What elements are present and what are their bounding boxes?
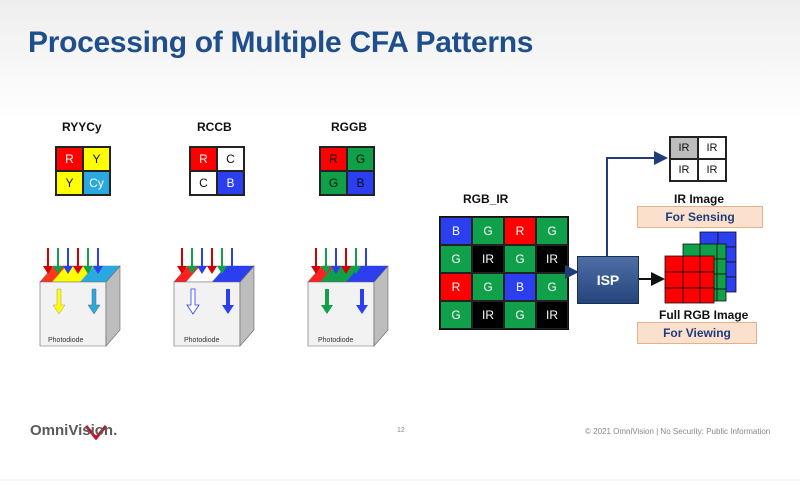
- rgb-ir-cell: G: [440, 301, 472, 329]
- rgb-ir-cell: B: [440, 217, 472, 245]
- rgb-ir-cell: G: [504, 245, 536, 273]
- ir-cell: IR: [670, 159, 698, 181]
- rgb-ir-cell: G: [536, 273, 568, 301]
- pattern-cell: Y: [83, 147, 110, 171]
- sensor-cube-rccb: Photodiode: [173, 248, 255, 347]
- photodiode-label: Photodiode: [318, 337, 354, 344]
- footer-logo: OmniVision.: [30, 422, 118, 439]
- ir-image-label: IR Image: [674, 192, 725, 206]
- pattern-cell: B: [347, 171, 374, 195]
- photodiode-label: Photodiode: [48, 337, 84, 344]
- sensor-cube-rggb: Photodiode: [307, 248, 389, 347]
- pattern-cell: B: [217, 171, 244, 195]
- rgb-ir-cell: IR: [536, 245, 568, 273]
- pattern-cell: C: [217, 147, 244, 171]
- pattern-label-ryycy: RYYCy: [62, 120, 102, 134]
- ir-cell: IR: [698, 159, 726, 181]
- rgb-ir-cell: G: [472, 273, 504, 301]
- slide-title: Processing of Multiple CFA Patterns: [28, 26, 534, 59]
- pattern-label-rggb: RGGB: [331, 120, 367, 134]
- page-number: 12: [397, 427, 405, 434]
- rgb-image-stack: [664, 231, 737, 304]
- rgb-ir-cell: IR: [472, 301, 504, 329]
- rgb-image-label: Full RGB Image: [659, 308, 749, 322]
- pattern-cell: C: [190, 171, 217, 195]
- copyright-text: © 2021 OmniVision | No Security: Public …: [585, 427, 771, 436]
- rgb-ir-cell: IR: [536, 301, 568, 329]
- rgb-ir-cell: G: [440, 245, 472, 273]
- pattern-cell: R: [190, 147, 217, 171]
- rgb-ir-cell: G: [536, 217, 568, 245]
- rgb-ir-cell: B: [504, 273, 536, 301]
- pattern-cell: Cy: [83, 171, 110, 195]
- for-viewing-tag: For Viewing: [637, 322, 757, 344]
- rgb-ir-cell: R: [440, 273, 472, 301]
- pattern-cell: G: [320, 171, 347, 195]
- pattern-label-rccb: RCCB: [197, 120, 232, 134]
- pattern-cell: R: [56, 147, 83, 171]
- rgb-ir-cell: G: [472, 217, 504, 245]
- pattern-cell: G: [347, 147, 374, 171]
- sensor-cube-ryycy: Photodiode: [39, 248, 121, 347]
- rgb-ir-label: RGB_IR: [463, 192, 509, 206]
- pattern-cell: R: [320, 147, 347, 171]
- omnivision-logo-mark: [84, 425, 108, 441]
- rgb-ir-cell: IR: [472, 245, 504, 273]
- rgb-ir-cell: R: [504, 217, 536, 245]
- for-sensing-tag: For Sensing: [637, 206, 763, 228]
- rgb-ir-cell: G: [504, 301, 536, 329]
- ir-cell: IR: [670, 137, 698, 159]
- isp-block: ISP: [577, 256, 639, 304]
- arrow-isp-to-ir: [606, 151, 668, 256]
- photodiode-label: Photodiode: [184, 337, 220, 344]
- pattern-cell: Y: [56, 171, 83, 195]
- ir-cell: IR: [698, 137, 726, 159]
